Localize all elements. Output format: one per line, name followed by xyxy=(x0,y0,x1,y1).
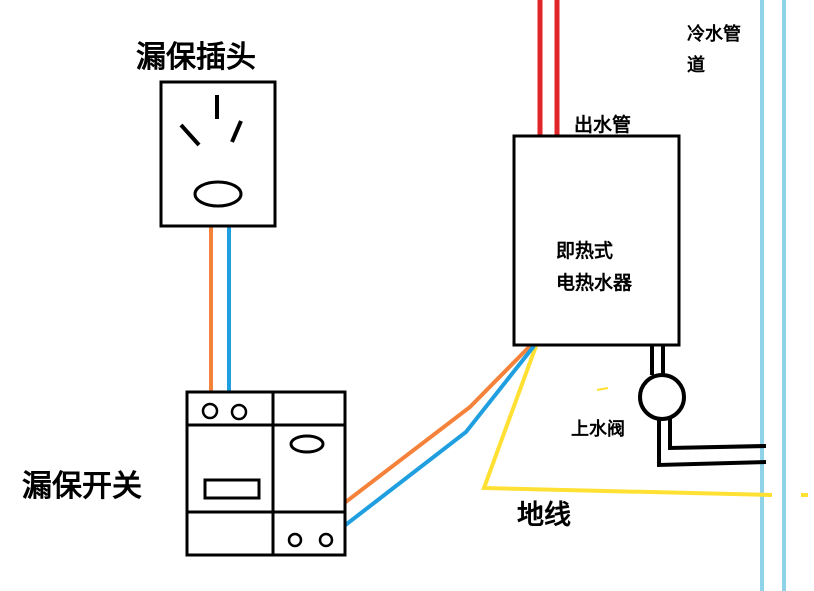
inlet-pipe-assembly xyxy=(638,345,767,468)
live-wire-heater xyxy=(294,344,532,542)
ground-wire xyxy=(481,345,773,497)
leakage-switch-label: 漏保开关 xyxy=(22,469,142,504)
switch-top-terminal-right xyxy=(230,403,248,421)
socket-ground-hole xyxy=(193,180,243,208)
ground-wire-dash xyxy=(596,387,609,391)
neutral-wire-heater xyxy=(324,344,536,542)
socket-pin-left xyxy=(179,123,201,147)
socket-pin-right xyxy=(230,120,243,143)
ground-wire-label: 地线 xyxy=(517,500,571,531)
inlet-pipe-lower-inner xyxy=(668,419,767,451)
switch-top-terminal-left xyxy=(201,402,219,420)
leakage-socket-label: 漏保插头 xyxy=(136,40,256,75)
switch-test-button xyxy=(289,434,325,454)
cold-water-pipe xyxy=(760,0,786,591)
leakage-socket xyxy=(159,80,277,228)
water-heater-body xyxy=(512,134,681,347)
switch-bottom-terminal-left xyxy=(287,532,303,548)
heater-label-line1: 即热式 xyxy=(556,239,613,262)
inlet-valve-label: 上水阀 xyxy=(571,418,625,440)
cold-pipe-label-line2: 道 xyxy=(687,54,705,76)
hot-water-outlet-pipes xyxy=(537,0,560,136)
heater-label-line2: 电热水器 xyxy=(556,271,633,294)
inlet-pipe-lower-outer xyxy=(657,419,767,468)
switch-body xyxy=(185,390,347,557)
inlet-valve xyxy=(638,373,686,421)
cold-pipe-label-line1: 冷水管 xyxy=(687,23,741,45)
switch-toggle-lever xyxy=(203,478,261,500)
outlet-pipe-label: 出水管 xyxy=(574,113,631,136)
switch-bottom-terminal-right xyxy=(318,532,334,548)
leakage-switch xyxy=(185,390,347,557)
